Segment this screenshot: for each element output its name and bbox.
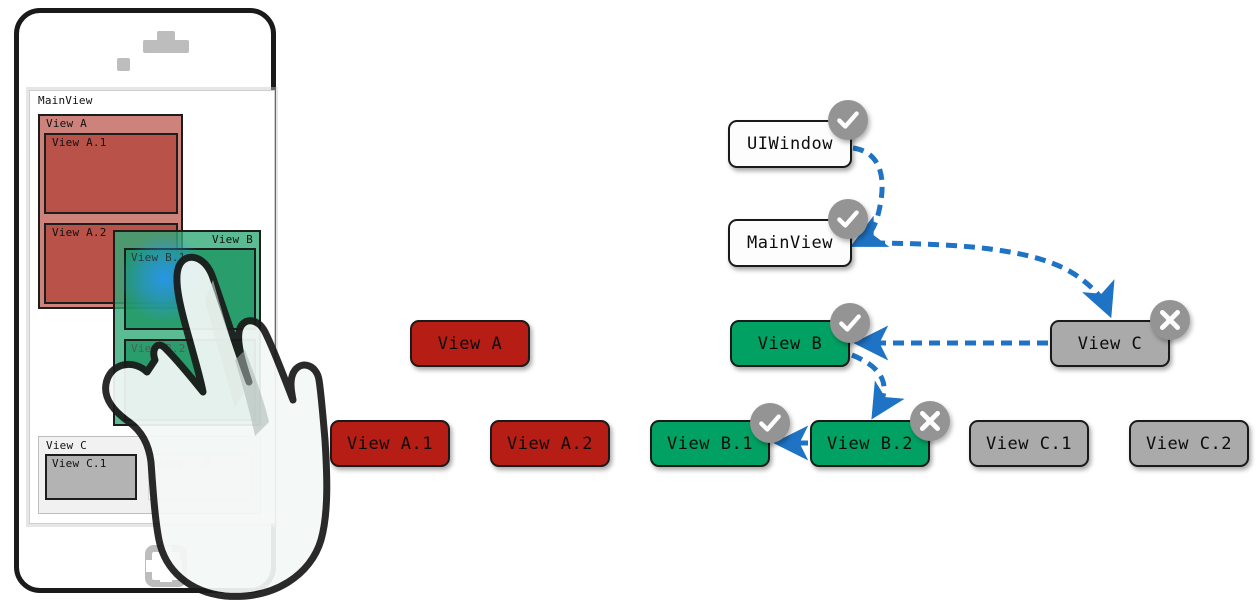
check-circle-icon: [828, 199, 868, 239]
screen-label-view-b: View B: [212, 233, 253, 246]
screen-label-view-a2: View A.2: [52, 226, 107, 239]
node-view-b2[interactable]: View B.2: [810, 420, 930, 467]
node-view-c2[interactable]: View C.2: [1129, 420, 1249, 467]
front-camera-icon: [117, 58, 130, 71]
home-button-icon[interactable]: [145, 545, 187, 587]
screen-label-view-c2: View C.2: [156, 457, 211, 470]
x-circle-icon: [910, 401, 950, 441]
check-circle-icon: [750, 403, 790, 443]
edge-mainview-viewc: [855, 240, 1115, 319]
node-view-c[interactable]: View C: [1050, 320, 1170, 367]
screen-label-view-b2: View B.2: [131, 342, 186, 355]
screen-label-view-b1: View B.1: [131, 251, 186, 264]
node-mainview[interactable]: MainView: [728, 219, 852, 267]
screen-label-view-c: View C: [46, 439, 87, 452]
screen-box-view-a1[interactable]: [44, 133, 178, 214]
node-view-c1[interactable]: View C.1: [969, 420, 1089, 467]
speaker-grill-icon-bar: [143, 40, 189, 53]
node-view-a1[interactable]: View A.1: [330, 420, 450, 467]
check-circle-icon: [830, 303, 870, 343]
screen-label-view-c1: View C.1: [52, 457, 107, 470]
node-view-b1[interactable]: View B.1: [650, 420, 770, 467]
screen-label-mainview: MainView: [38, 94, 93, 107]
node-view-a2[interactable]: View A.2: [490, 420, 610, 467]
edge-viewb-viewb2: [851, 352, 905, 420]
x-circle-icon: [1150, 300, 1190, 340]
node-view-a[interactable]: View A: [410, 320, 530, 367]
screen-label-view-a1: View A.1: [52, 136, 107, 149]
screen-label-view-a: View A: [46, 117, 87, 130]
check-circle-icon: [828, 100, 868, 140]
